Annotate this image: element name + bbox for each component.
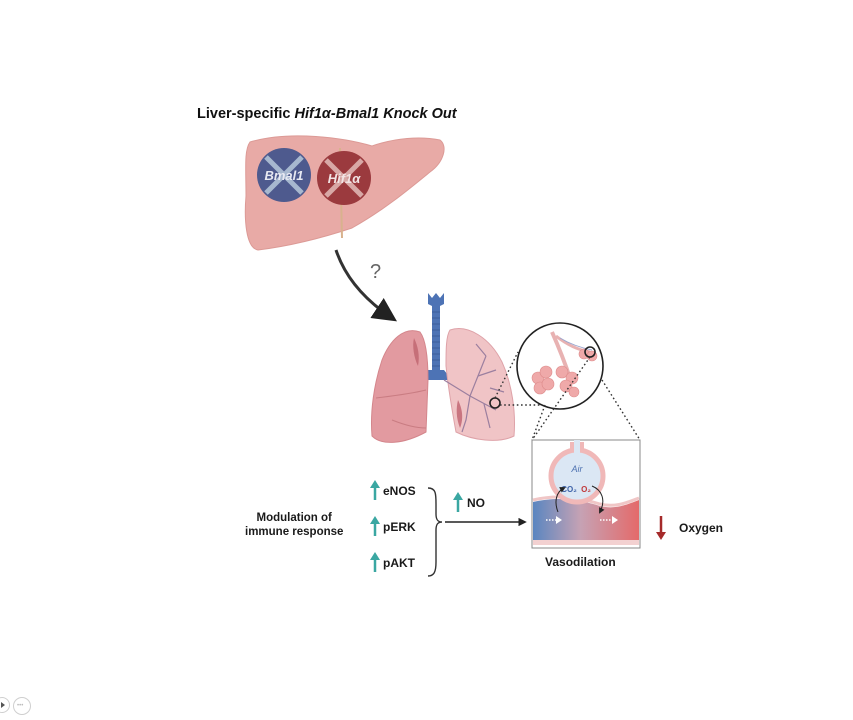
marker-enos: eNOS (383, 484, 416, 498)
play-icon (1, 702, 5, 708)
grouping-brace (427, 487, 443, 577)
title-italic: Hif1α-Bmal1 Knock Out (294, 106, 457, 122)
title-prefix: Liver-specific (197, 106, 295, 122)
curved-arrow (334, 249, 397, 322)
blood-flow-arrows (546, 516, 618, 524)
liver-illustration: Bmal1 Hif1α (244, 135, 445, 251)
marker-pakt: pAKT (383, 556, 415, 570)
bmal1-label: Bmal1 (264, 168, 303, 183)
question-mark: ? (370, 261, 381, 283)
immune-modulation-label: Modulation of immune response (245, 511, 343, 539)
co2-label: CO₂ (561, 485, 577, 494)
perk-up-arrow (370, 516, 380, 536)
result-no: NO (467, 496, 485, 510)
immune-label-line2: immune response (245, 526, 344, 538)
no-up-arrow (453, 492, 463, 512)
enos-up-arrow (370, 480, 380, 500)
figure-title: Liver-specific Hif1α-Bmal1 Knock Out (197, 106, 457, 122)
hif1a-knockout-badge: Hif1α (317, 151, 371, 205)
marker-perk: pERK (383, 520, 416, 534)
hif1a-label: Hif1α (328, 171, 362, 186)
more-icon: ••• (17, 703, 24, 709)
immune-label-line1: Modulation of (256, 512, 332, 524)
alveoli-zoom-circle (516, 322, 604, 410)
alveolus-panel: Air CO₂ O₂ (531, 439, 641, 549)
panel-callout-lines (531, 356, 641, 441)
co2-exchange-arrow (555, 487, 566, 513)
bronchial-tree (443, 343, 505, 433)
air-label: Air (571, 464, 584, 474)
callout-lines (494, 351, 550, 406)
oxygen-down-arrow (656, 516, 666, 540)
o2-label: O₂ (581, 485, 591, 494)
bmal1-knockout-badge: Bmal1 (257, 148, 311, 202)
lungs-illustration (371, 293, 515, 443)
vasodilation-caption: Vasodilation (545, 555, 616, 569)
more-button[interactable]: ••• (13, 697, 31, 715)
o2-exchange-arrow (591, 485, 605, 514)
pathway-up-arrows (370, 480, 463, 572)
oxygen-label: Oxygen (679, 521, 724, 535)
pakt-up-arrow (370, 552, 380, 572)
